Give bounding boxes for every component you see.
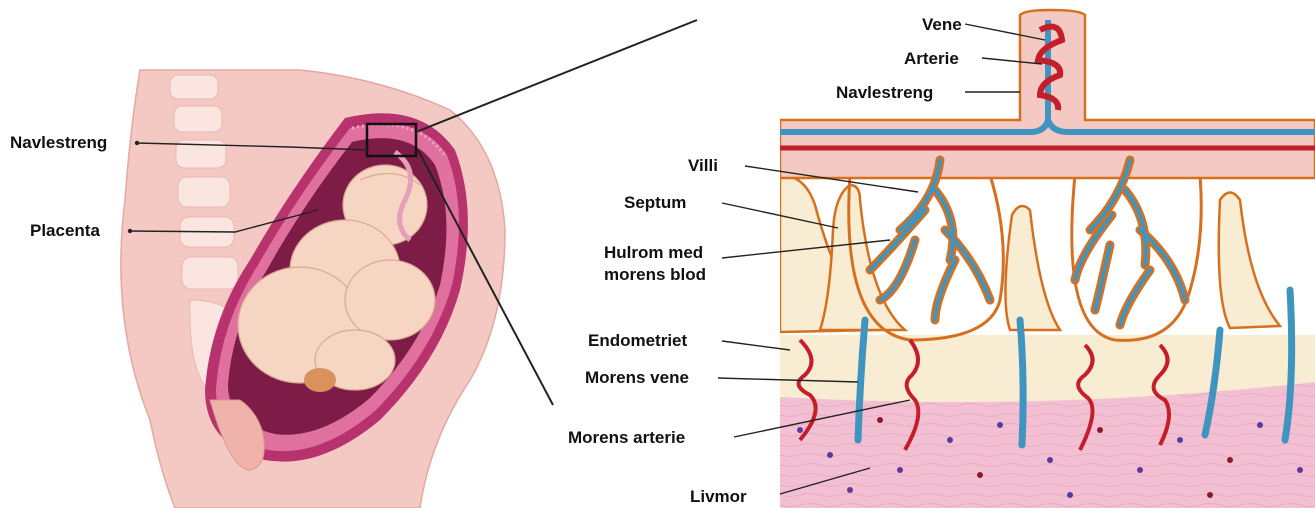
label-arterie: Arterie	[904, 49, 959, 68]
label-villi: Villi	[688, 156, 718, 175]
label-hulrom-line1: Hulrom med	[604, 243, 703, 262]
label-morens-vene: Morens vene	[585, 368, 689, 387]
bladder	[304, 368, 336, 392]
leader-endometriet	[722, 341, 790, 350]
plate-vein	[780, 20, 1048, 132]
pregnancy-illustration	[121, 70, 505, 508]
label-navlestreng-left: Navlestreng	[10, 133, 107, 152]
label-hulrom-line2: morens blod	[604, 265, 706, 284]
label-morens-arterie: Morens arterie	[568, 428, 685, 447]
label-navlestreng-right: Navlestreng	[836, 83, 933, 102]
label-vene: Vene	[922, 15, 962, 34]
label-livmor: Livmor	[690, 487, 747, 506]
label-endometriet: Endometriet	[588, 331, 688, 350]
zoom-line-top	[416, 20, 697, 132]
label-placenta: Placenta	[30, 221, 100, 240]
label-septum: Septum	[624, 193, 686, 212]
